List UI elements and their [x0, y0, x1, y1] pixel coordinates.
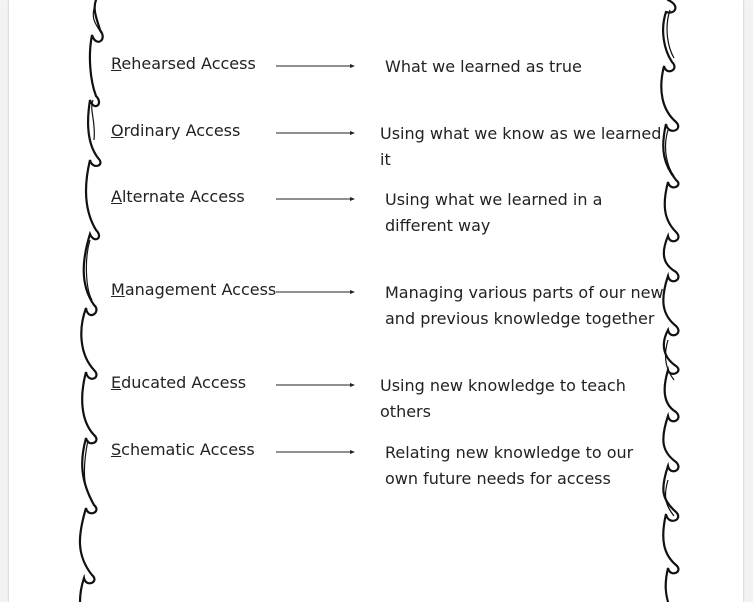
arrow-icon	[276, 450, 355, 454]
description: Relating new knowledge to our own future…	[385, 443, 634, 488]
description: Using what we know as we learned it	[380, 124, 662, 169]
description: Managing various parts of our new and pr…	[385, 283, 664, 328]
term-label: Alternate Access	[111, 187, 245, 206]
term-label: Educated Access	[111, 373, 247, 392]
term-label: Schematic Access	[111, 440, 255, 459]
arrow-icon	[276, 131, 355, 135]
term-label: Ordinary Access	[111, 121, 241, 140]
term-label: Rehearsed Access	[111, 54, 256, 73]
arrow-icon	[276, 64, 355, 68]
description: Using what we learned in a different way	[385, 190, 603, 235]
arrow-icon	[276, 197, 355, 201]
arrow-icon	[276, 383, 355, 387]
arrow-icon	[276, 290, 355, 294]
term-label: Management Access	[111, 280, 277, 299]
document-page	[9, 0, 743, 602]
description: Using new knowledge to teach others	[380, 376, 626, 421]
description: What we learned as true	[385, 57, 582, 76]
